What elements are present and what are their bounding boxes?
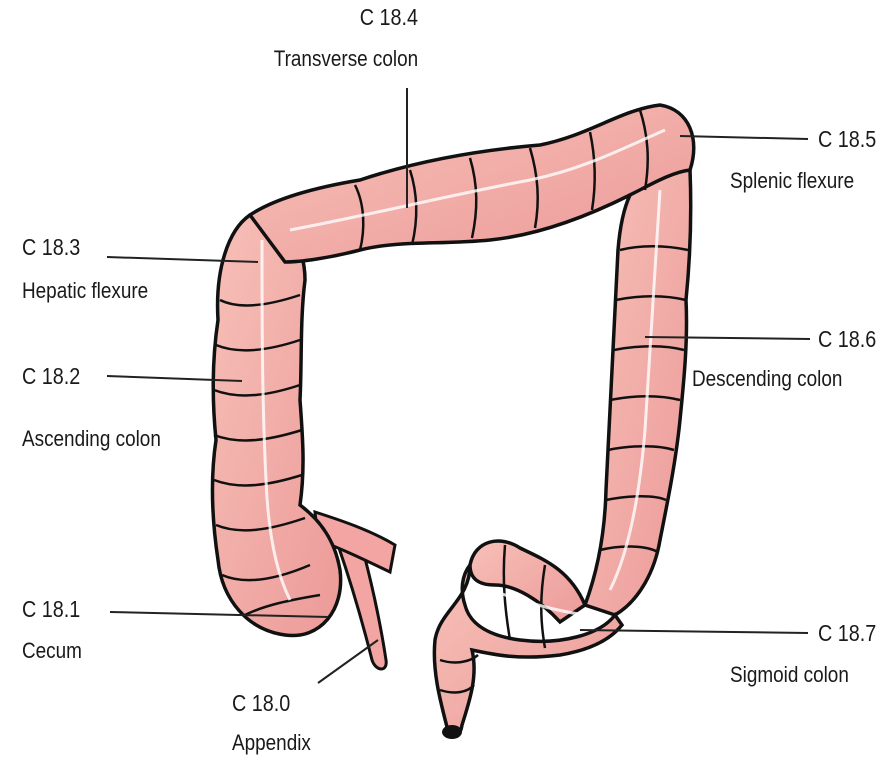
label-name-transverse-colon: Transverse colon (274, 48, 418, 70)
leader-c180 (318, 640, 378, 683)
rectum-end-shape (442, 725, 462, 739)
label-name-appendix: Appendix (232, 732, 311, 754)
label-name-cecum: Cecum (22, 640, 82, 662)
label-name-descending-colon: Descending colon (692, 368, 842, 390)
label-name-splenic-flexure: Splenic flexure (730, 170, 854, 192)
label-name-ascending-colon: Ascending colon (22, 428, 161, 450)
label-code-sigmoid-colon: C 18.7 (818, 622, 876, 645)
label-code-hepatic-flexure: C 18.3 (22, 236, 80, 259)
descending-colon-shape (585, 170, 691, 615)
label-code-descending-colon: C 18.6 (818, 328, 876, 351)
leader-c185 (680, 136, 808, 139)
ascending-colon-shape (212, 215, 340, 636)
label-name-sigmoid-colon: Sigmoid colon (730, 664, 849, 686)
label-code-appendix: C 18.0 (232, 692, 290, 715)
label-code-transverse-colon: C 18.4 (360, 6, 418, 29)
label-code-ascending-colon: C 18.2 (22, 365, 80, 388)
label-code-splenic-flexure: C 18.5 (818, 128, 876, 151)
label-name-hepatic-flexure: Hepatic flexure (22, 280, 148, 302)
sigmoid-loop-shape (470, 541, 585, 622)
label-code-cecum: C 18.1 (22, 598, 80, 621)
